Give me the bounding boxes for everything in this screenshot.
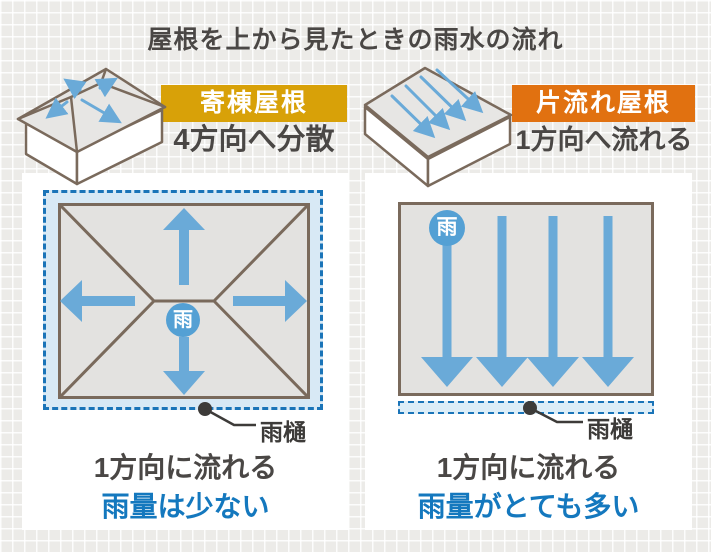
hip-roof-3d-illustration [16,67,167,186]
arrow-down [582,216,634,387]
gutter-leader-line [204,407,256,427]
rain-label: 雨 [436,216,458,239]
shed-roof-3d-illustration [363,66,513,188]
rain-badge: 雨 [166,303,200,337]
rain-badge: 雨 [429,210,465,246]
page-title: 屋根を上から見たときの雨水の流れ [147,26,564,54]
gutter-label: 雨樋 [260,419,306,445]
shed-roof-badge: 片流れ屋根 [512,85,695,122]
arrow-down [476,216,528,387]
hip-roof-badge: 寄棟屋根 [161,85,347,122]
arrow-down [421,229,473,387]
arrow-down [527,216,579,387]
hip-roof-ridge-lines [59,204,309,398]
shed-roof-caption-line2: 雨量がとても多い [417,491,640,522]
hip-roof-diagram-panel: 雨 雨樋 1方向に流れる 雨量は少ない [22,173,349,530]
shed-roof-caption-line1: 1方向に流れる [436,452,621,483]
hip-roof-plan [58,203,310,399]
rain-label: 雨 [173,309,193,331]
hip-roof-gutter-area [43,190,323,410]
hip-roof-caption-line2: 雨量は少ない [101,491,270,522]
hip-roof-caption-line1: 1方向に流れる [93,452,278,483]
shed-roof-flow-arrows [421,216,634,387]
shed-roof-diagram-panel: 雨 雨樋 1方向に流れる 雨量がとても多い [365,173,692,530]
hip-roof-subtitle: 4方向へ分散 [173,124,335,156]
gutter-label: 雨樋 [587,416,633,442]
shed-roof-subtitle: 1方向へ流れる [515,125,693,155]
